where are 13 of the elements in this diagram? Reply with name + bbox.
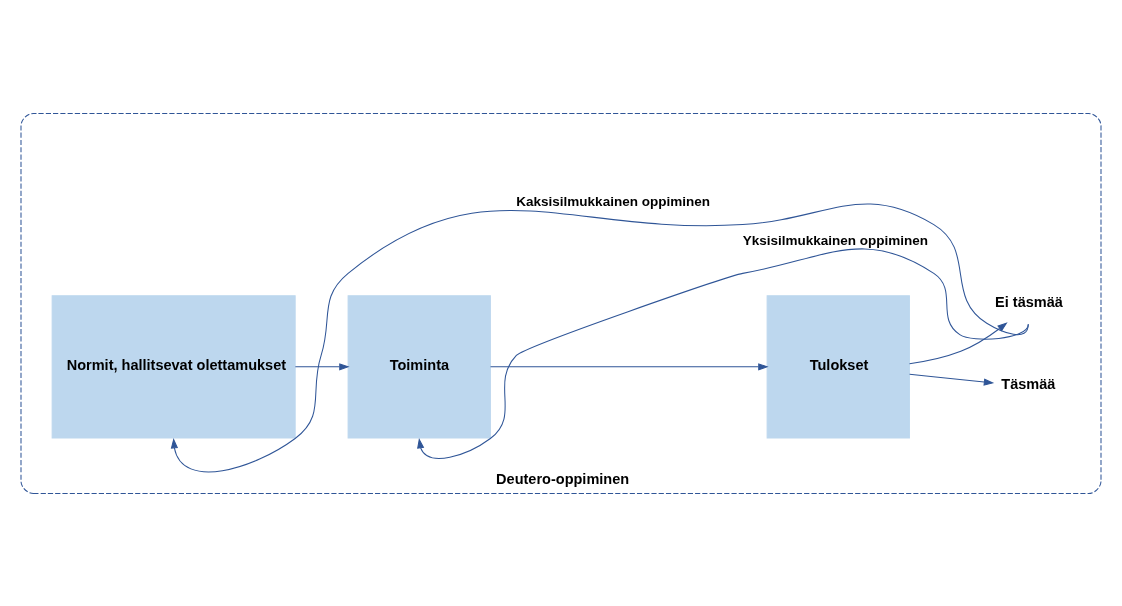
edge-label: Yksisilmukkainen oppiminen [742,232,929,248]
node-box: Toiminta [347,294,491,438]
node-box: Tulokset [766,294,910,438]
node-text: Ei täsmää [995,293,1063,310]
arrow [417,247,1029,459]
edge-label: Kaksisilmukkainen oppiminen [516,193,710,209]
arrow [294,362,350,370]
arrow [909,321,1008,364]
arrow [490,362,769,370]
arrow [170,203,1029,472]
node-box: Normit, hallitsevat olettamukset [51,294,296,438]
arrow [909,373,995,386]
node-text: Täsmää [1001,375,1056,392]
